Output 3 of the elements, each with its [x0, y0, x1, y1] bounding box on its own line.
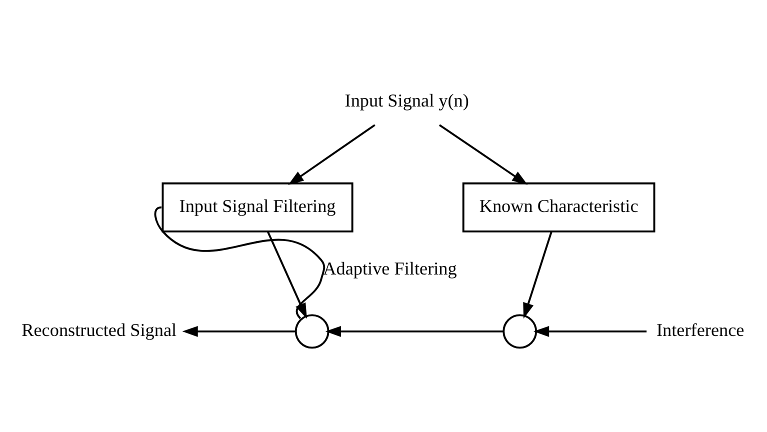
node-text: Interference — [656, 320, 744, 340]
node-text: Reconstructed Signal — [22, 320, 177, 340]
node-text: Input Signal y(n) — [344, 90, 469, 110]
